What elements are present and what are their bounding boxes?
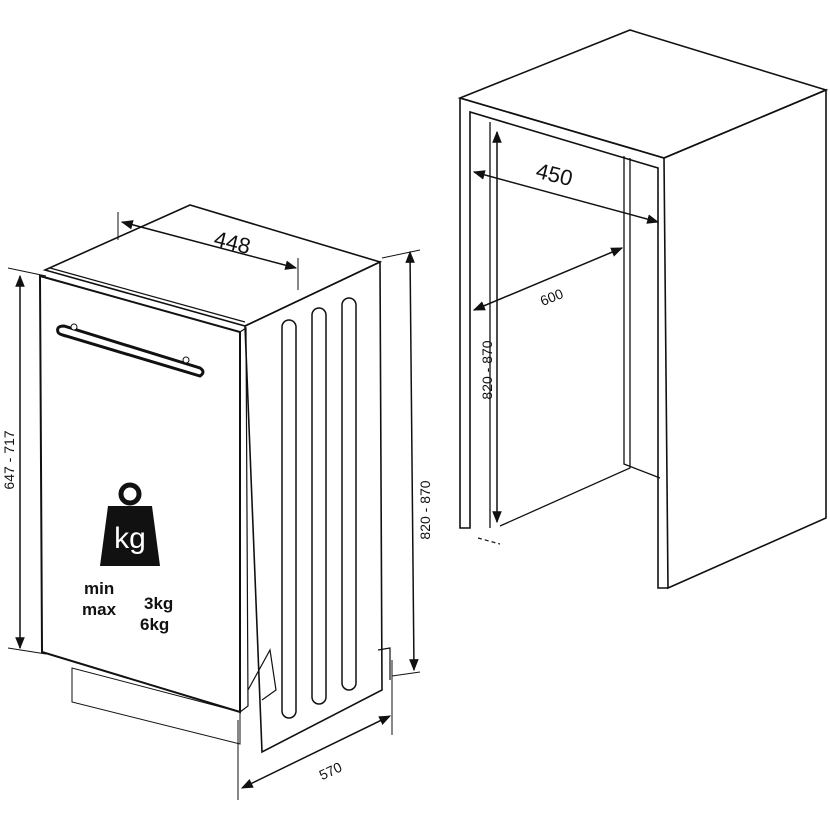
height-ext-bottom bbox=[391, 671, 421, 677]
height-ext-top bbox=[381, 249, 421, 259]
niche-width-arrow bbox=[472, 170, 660, 224]
dishwasher-plinth bbox=[71, 667, 241, 745]
niche-height-label: 820 - 870 bbox=[479, 340, 495, 399]
side-rib-3 bbox=[341, 297, 357, 691]
door-height-ext-top bbox=[7, 267, 47, 277]
niche-back-edge bbox=[623, 156, 661, 479]
bottom-foot bbox=[247, 648, 277, 701]
min-label: min bbox=[84, 579, 114, 598]
cabinet-right-side bbox=[663, 88, 827, 590]
handle-mount-left bbox=[70, 323, 78, 331]
side-rib-2 bbox=[311, 307, 327, 705]
dishwasher: kg min max 3kg 6kg 448 647 - 717 820 - 8… bbox=[1, 204, 433, 800]
door-edge bbox=[239, 326, 249, 714]
cabinet-top bbox=[457, 29, 829, 159]
niche-depth-label: 600 bbox=[538, 285, 566, 309]
max-weight: 6kg bbox=[140, 615, 169, 634]
front-frame-top bbox=[459, 97, 665, 159]
door-top-edge bbox=[49, 267, 246, 323]
floor-mark bbox=[477, 537, 501, 545]
weight-icon-label: kg bbox=[114, 522, 146, 555]
dishwasher-top bbox=[42, 204, 383, 327]
height-arrow bbox=[405, 250, 419, 672]
niche-back-wall bbox=[499, 158, 631, 527]
height-label: 820 - 870 bbox=[417, 480, 433, 539]
weight-icon: kg bbox=[100, 482, 160, 566]
width-label: 448 bbox=[212, 226, 254, 259]
door-handle bbox=[56, 324, 205, 378]
door-height-ext-bottom bbox=[7, 647, 47, 655]
min-weight: 3kg bbox=[144, 594, 173, 613]
rear-foot bbox=[377, 647, 391, 680]
max-label: max bbox=[82, 600, 117, 619]
front-frame bbox=[459, 98, 668, 589]
niche-width-label: 450 bbox=[534, 158, 576, 191]
niche-cabinet: 450 600 820 - 870 bbox=[457, 29, 829, 590]
dishwasher-side-panel bbox=[244, 260, 383, 754]
handle-mount-right bbox=[182, 356, 190, 364]
door-height-label: 647 - 717 bbox=[1, 430, 17, 489]
depth-label: 570 bbox=[316, 759, 344, 783]
depth-arrow bbox=[240, 715, 392, 789]
side-rib-1 bbox=[281, 319, 297, 719]
width-arrow bbox=[120, 220, 298, 270]
